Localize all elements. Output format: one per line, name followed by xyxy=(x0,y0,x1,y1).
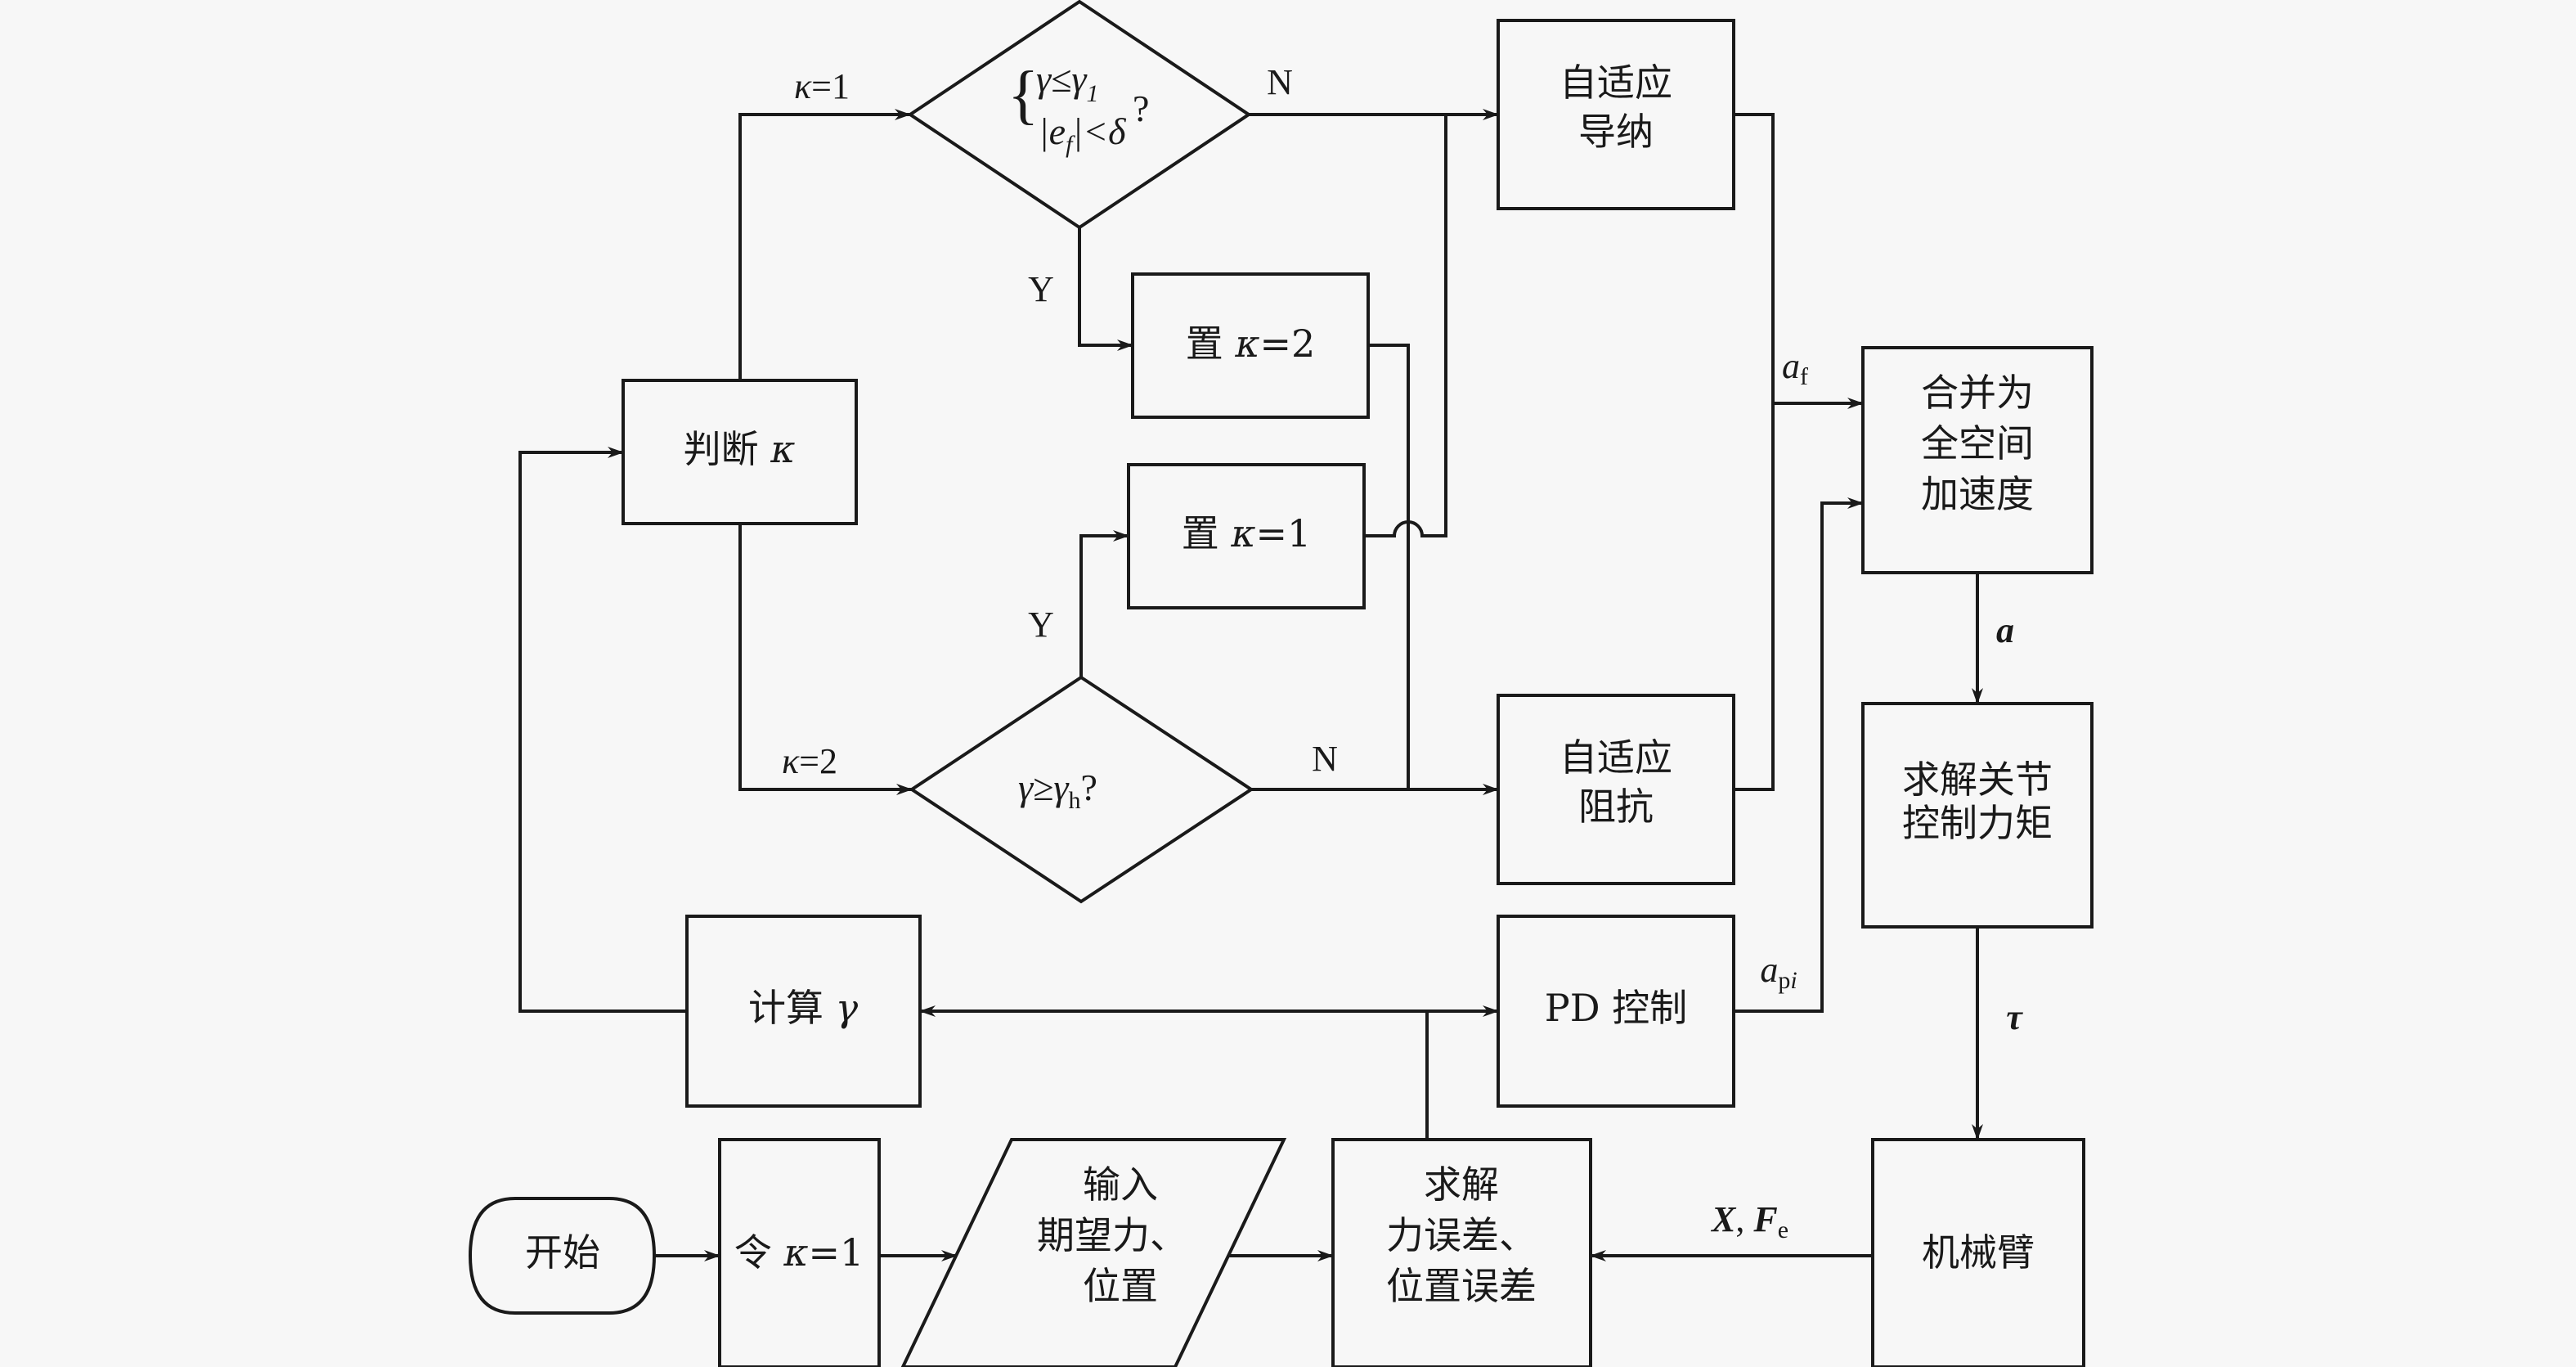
start-label: 开始 xyxy=(525,1230,600,1275)
edge-bottom-Y xyxy=(1079,530,1129,677)
set-kappa-2-label: 置 κ=2 xyxy=(1186,322,1316,366)
pd-control-node: PD 控制 xyxy=(1497,915,1735,1108)
edge-admittance-merge xyxy=(1734,113,1864,409)
decision-top-line2: |ef|<δ xyxy=(1039,110,1126,158)
input-label-3: 位置 xyxy=(1083,1264,1158,1308)
edge-impedance-merge xyxy=(1734,403,1775,791)
edges xyxy=(518,109,1983,1261)
edge-setk1-out xyxy=(1364,115,1447,537)
solve-error-node: 求解 力误差、 位置误差 xyxy=(1331,1138,1592,1367)
solve-error-label-2: 力误差、 xyxy=(1386,1213,1537,1257)
brace-glyph: { xyxy=(1008,59,1039,131)
solve-torque-label-1: 求解关节 xyxy=(1902,758,2053,802)
edge-judge-top xyxy=(738,109,911,380)
decision-top-q: ? xyxy=(1133,88,1149,129)
decision-top-node: { γ≤γ1 |ef|<δ ? xyxy=(907,0,1252,230)
calc-gamma-node: 计算 γ xyxy=(685,915,922,1108)
solve-error-label-3: 位置误差 xyxy=(1386,1264,1537,1308)
label-a: a xyxy=(1996,610,2014,650)
decision-bottom-node: γ≥γh? xyxy=(909,675,1254,904)
adaptive-impedance-label-1: 自适应 xyxy=(1560,735,1672,780)
adaptive-impedance-label-2: 阻抗 xyxy=(1578,785,1654,829)
init-kappa-node: 令 κ=1 xyxy=(718,1138,881,1367)
adaptive-admittance-label-1: 自适应 xyxy=(1560,61,1672,105)
solve-torque-label-2: 控制力矩 xyxy=(1902,801,2053,845)
calc-gamma-label: 计算 γ xyxy=(748,986,859,1030)
edge-setk2-out xyxy=(1368,344,1410,789)
label-tau: τ xyxy=(2006,997,2023,1037)
edge-judge-bottom xyxy=(738,524,913,795)
label-a-pi: api xyxy=(1760,950,1797,994)
adaptive-impedance-node: 自适应 阻抗 xyxy=(1497,694,1735,885)
init-kappa-label: 令 κ=1 xyxy=(734,1230,864,1275)
merge-accel-label-1: 合并为 xyxy=(1921,371,2034,415)
label-a-f: af xyxy=(1782,346,1808,390)
pd-control-label: PD 控制 xyxy=(1545,986,1687,1030)
judge-kappa-label: 判断 κ xyxy=(684,427,796,471)
robot-arm-label: 机械臂 xyxy=(1922,1230,2035,1275)
solve-torque-node: 求解关节 控制力矩 xyxy=(1861,702,2094,929)
edge-calc-judge xyxy=(518,447,687,1013)
set-kappa-1-label: 置 κ=1 xyxy=(1182,511,1312,555)
label-bottom-Y: Y xyxy=(1028,605,1054,645)
start-node: 开始 xyxy=(468,1197,657,1315)
label-kappa-1: κ=1 xyxy=(794,66,850,106)
set-kappa-2-node: 置 κ=2 xyxy=(1131,272,1370,419)
label-X-Fe: X, Fe xyxy=(1710,1199,1788,1243)
solve-error-label-1: 求解 xyxy=(1424,1162,1499,1207)
merge-accel-label-2: 全空间 xyxy=(1921,421,2034,465)
adaptive-admittance-label-2: 导纳 xyxy=(1578,110,1654,154)
input-node: 输入 期望力、 位置 xyxy=(900,1138,1287,1367)
label-top-Y: Y xyxy=(1028,269,1054,309)
label-top-N: N xyxy=(1267,62,1293,102)
merge-accel-node: 合并为 全空间 加速度 xyxy=(1861,346,2094,574)
edge-pd-merge xyxy=(1734,497,1864,1013)
input-label-1: 输入 xyxy=(1083,1162,1158,1207)
decision-top-line1: γ≤γ1 xyxy=(1036,58,1099,107)
input-label-2: 期望力、 xyxy=(1037,1213,1187,1257)
adaptive-admittance-node: 自适应 导纳 xyxy=(1497,19,1735,210)
merge-accel-label-3: 加速度 xyxy=(1921,472,2034,516)
label-bottom-N: N xyxy=(1312,739,1338,779)
judge-kappa-node: 判断 κ xyxy=(622,379,858,525)
set-kappa-1-node: 置 κ=1 xyxy=(1127,463,1366,609)
robot-arm-node: 机械臂 xyxy=(1871,1138,2085,1367)
label-kappa-2: κ=2 xyxy=(782,741,837,781)
edge-top-Y xyxy=(1078,227,1133,351)
decision-bottom-label: γ≥γh? xyxy=(1018,767,1097,814)
